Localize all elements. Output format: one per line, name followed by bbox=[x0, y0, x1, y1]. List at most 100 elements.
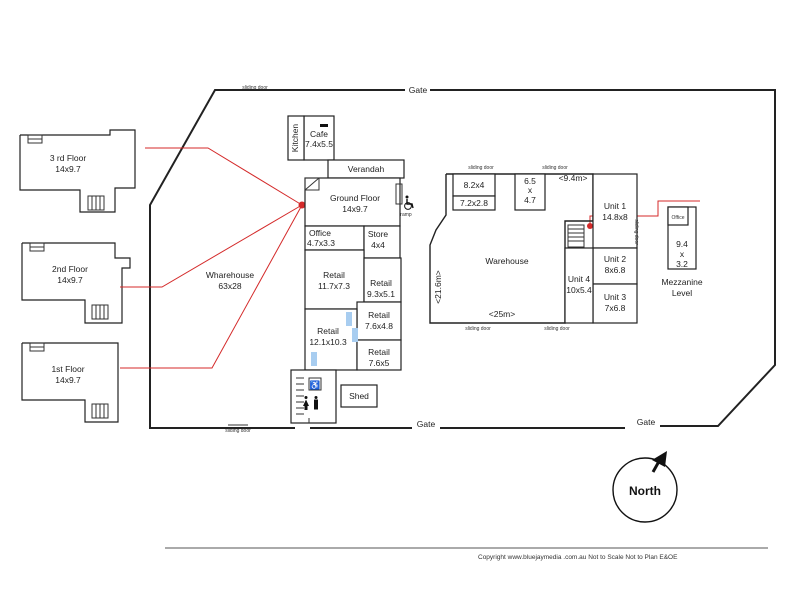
unit-4-dim: 10x5.4 bbox=[566, 285, 592, 295]
unit-4-name: Unit 4 bbox=[568, 274, 590, 284]
retail-a-dim: 11.7x7.3 bbox=[318, 281, 350, 291]
room-6-5-x: x bbox=[528, 185, 533, 195]
office-dim: 4.7x3.3 bbox=[307, 238, 335, 248]
mezzanine-dim-x: x bbox=[680, 249, 685, 259]
wharehouse-name: Wharehouse bbox=[206, 270, 254, 280]
retail-a-room bbox=[304, 249, 365, 310]
sliding-door-label: sliding door bbox=[242, 85, 268, 91]
gate-label-bottom-2: Gate bbox=[637, 417, 656, 427]
room-7-2x2-8-label: 7.2x2.8 bbox=[460, 198, 488, 208]
retail-a-name: Retail bbox=[323, 270, 345, 280]
dim-25: <25m> bbox=[489, 309, 515, 319]
floor-1st-name: 1st Floor bbox=[51, 364, 84, 374]
ground-floor-name: Ground Floor bbox=[330, 193, 380, 203]
floor-2nd-dim: 14x9.7 bbox=[57, 275, 83, 285]
retail-c-name: Retail bbox=[368, 310, 390, 320]
kitchen-room bbox=[287, 115, 305, 161]
office-room bbox=[304, 225, 365, 251]
sliding-door-label: sliding door bbox=[544, 326, 570, 332]
copyright-text: Copyright www.bluejaymedia .com.au Not t… bbox=[478, 554, 678, 561]
shed-label: Shed bbox=[349, 391, 369, 401]
cafe-room bbox=[303, 115, 335, 161]
unit-1-name: Unit 1 bbox=[604, 201, 626, 211]
sliding-door-label: sliding door bbox=[633, 219, 639, 245]
mezzanine-office-label: Office bbox=[672, 215, 685, 221]
unit-3-dim: 7x6.8 bbox=[605, 303, 626, 313]
pointer-dot bbox=[298, 201, 306, 209]
office-name: Office bbox=[309, 228, 331, 238]
cafe-name: Cafe bbox=[310, 129, 328, 139]
retail-c-dim: 7.6x4.8 bbox=[365, 321, 393, 331]
pointer-dot bbox=[587, 223, 593, 229]
fixture-marker bbox=[352, 328, 358, 342]
unit-3-room bbox=[592, 283, 638, 324]
stairs-icon bbox=[567, 224, 585, 248]
north-label: North bbox=[629, 484, 661, 498]
kitchen-label: Kitchen bbox=[290, 124, 300, 153]
cafe-dim: 7.4x5.5 bbox=[305, 139, 333, 149]
male-toilet-icon bbox=[314, 396, 318, 410]
room-7-2x2-8 bbox=[452, 195, 496, 211]
fixture-marker bbox=[346, 312, 352, 326]
store-dim: 4x4 bbox=[371, 240, 385, 250]
warehouse-building: sliding door sliding door sliding door s… bbox=[429, 165, 703, 332]
store-room bbox=[363, 225, 401, 259]
floor-3rd: 3 rd Floor 14x9.7 bbox=[19, 129, 136, 213]
floor-1st-dim: 14x9.7 bbox=[55, 375, 81, 385]
dim-21-6: <21.6m> bbox=[433, 270, 443, 304]
retail-b-room bbox=[363, 257, 402, 303]
warehouse-name: Warehouse bbox=[485, 256, 528, 266]
unit-2-room bbox=[592, 247, 638, 285]
north-compass: North bbox=[612, 451, 678, 523]
retail-b-dim: 9.3x5.1 bbox=[367, 289, 395, 299]
unit-2-name: Unit 2 bbox=[604, 254, 626, 264]
room-8-2x4-label: 8.2x4 bbox=[464, 180, 485, 190]
mezzanine-name: Mezzanine bbox=[661, 277, 702, 287]
wheelchair-icon bbox=[404, 195, 414, 210]
floor-3rd-dim: 14x9.7 bbox=[55, 164, 81, 174]
gate-label-top: Gate bbox=[409, 85, 428, 95]
retail-c-room bbox=[356, 301, 402, 341]
retail-b-name: Retail bbox=[370, 278, 392, 288]
retail-d-name: Retail bbox=[317, 326, 339, 336]
retail-e-dim: 7.6x5 bbox=[369, 358, 390, 368]
ground-floor-room bbox=[304, 177, 401, 227]
mezzanine-dim-a: 9.4 bbox=[676, 239, 688, 249]
unit-2-dim: 8x6.8 bbox=[605, 265, 626, 275]
retail-e-name: Retail bbox=[368, 347, 390, 357]
sliding-door-label: sliding door bbox=[225, 428, 251, 434]
floor-pointer-lines bbox=[120, 147, 700, 369]
retail-e-room bbox=[356, 339, 402, 371]
room-6-5x4-7 bbox=[514, 173, 546, 211]
unit-4-room bbox=[564, 247, 594, 324]
room-6-5-b: 4.7 bbox=[524, 195, 536, 205]
unit-3-name: Unit 3 bbox=[604, 292, 626, 302]
verandah-label: Verandah bbox=[348, 164, 385, 174]
store-name: Store bbox=[368, 229, 389, 239]
shed-room bbox=[340, 384, 378, 408]
central-building: Kitchen Cafe 7.4x5.5 Verandah Ground Flo… bbox=[287, 115, 414, 424]
gate-label-bottom-1: Gate bbox=[417, 419, 436, 429]
sliding-door-label: sliding door bbox=[542, 165, 568, 171]
north-arrow-icon bbox=[651, 451, 667, 473]
ground-floor-dim: 14x9.7 bbox=[342, 204, 368, 214]
floor-2nd: 2nd Floor 14x9.7 bbox=[21, 242, 131, 324]
site-boundary: Gate Gate Gate sliding door sliding door bbox=[149, 85, 776, 434]
fixture-marker bbox=[311, 352, 317, 366]
female-toilet-icon bbox=[303, 396, 309, 410]
unit-1-dim: 14.8x8 bbox=[602, 212, 628, 222]
mezzanine-level: Level bbox=[672, 288, 692, 298]
retail-d-dim: 12.1x10.3 bbox=[309, 337, 347, 347]
sliding-door-label: sliding door bbox=[468, 165, 494, 171]
dim-9-4: <9.4m> bbox=[559, 173, 588, 183]
mezzanine-dim-b: 3.2 bbox=[676, 259, 688, 269]
room-6-5-a: 6.5 bbox=[524, 176, 536, 186]
wharehouse-dim: 63x28 bbox=[218, 281, 241, 291]
sliding-door-label: sliding door bbox=[465, 326, 491, 332]
ramp-label: ramp bbox=[400, 212, 412, 218]
floor-3rd-name: 3 rd Floor bbox=[50, 153, 87, 163]
svg-text:♿: ♿ bbox=[310, 380, 321, 390]
mezzanine-office bbox=[667, 206, 689, 226]
wheelchair-icon bbox=[308, 377, 322, 391]
